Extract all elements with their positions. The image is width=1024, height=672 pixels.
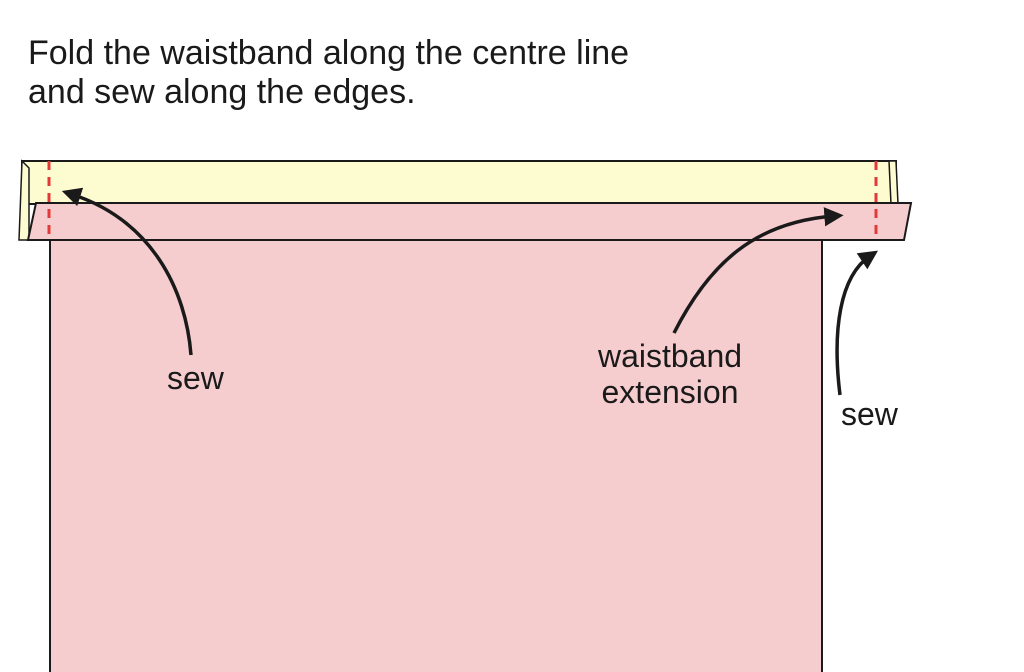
arrow-waistband-extension: [672, 207, 844, 334]
arrow-sew-left: [61, 187, 193, 356]
instruction-line-2: and sew along the edges.: [28, 73, 416, 111]
arrow-sew-right: [835, 250, 879, 396]
label-waistband-extension-line-2: extension: [601, 374, 739, 410]
waistband-front-layer: [26, 202, 913, 241]
instruction-line-1: Fold the waistband along the centre line: [28, 34, 630, 72]
label-waistband-extension: waistband extension: [570, 338, 770, 410]
waistband-inner-layer: [21, 160, 897, 205]
label-waistband-extension-line-1: waistband: [597, 338, 743, 374]
instruction-text: Fold the waistband along the centre line…: [28, 34, 629, 112]
waistband-right-fold-edge: [888, 160, 899, 205]
waistband-left-fold-edge: [18, 159, 30, 241]
label-sew-left: sew: [167, 360, 224, 396]
label-sew-right: sew: [841, 396, 898, 432]
garment-body: [49, 239, 823, 672]
